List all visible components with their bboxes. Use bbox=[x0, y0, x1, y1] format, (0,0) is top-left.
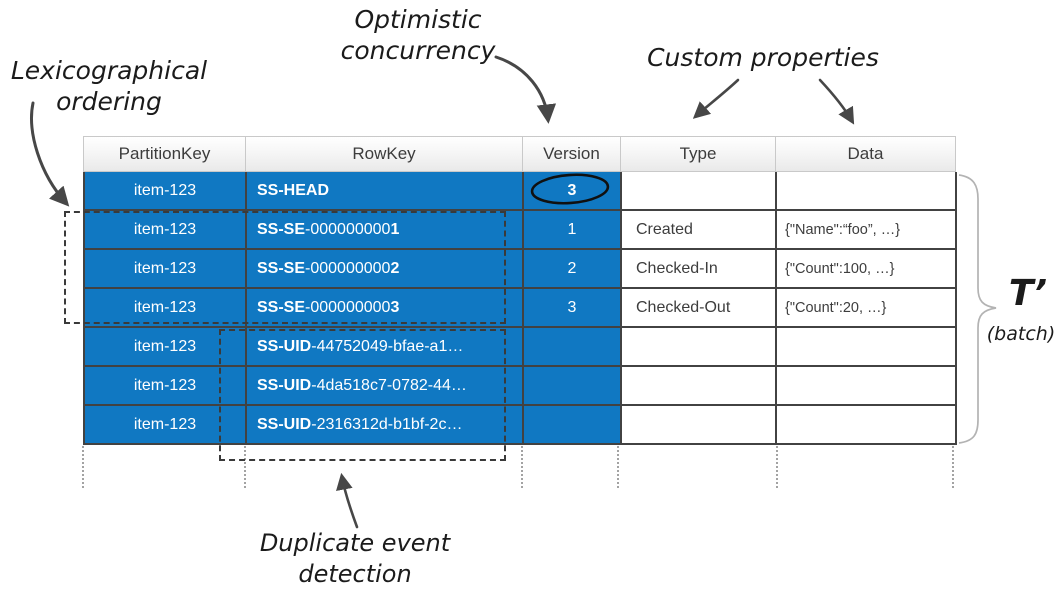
rowkey-mid: -000000000 bbox=[305, 259, 391, 277]
column-header-partitionkey: PartitionKey bbox=[83, 136, 246, 172]
annotation-line: Lexicographical bbox=[10, 56, 208, 85]
column-header-rowkey: RowKey bbox=[245, 136, 523, 172]
cell-data: {"Count":100, …} bbox=[777, 250, 957, 289]
column-continuation-line bbox=[952, 446, 954, 488]
cell-type: Checked-In bbox=[622, 250, 777, 289]
cell-data: {"Count":20, …} bbox=[777, 289, 957, 328]
column-continuation-line bbox=[776, 446, 778, 488]
rowkey-prefix: SS-SE bbox=[257, 259, 306, 277]
column-continuation-line bbox=[82, 446, 84, 488]
column-header-type: Type bbox=[620, 136, 776, 172]
cell-version: 1 bbox=[524, 211, 622, 250]
annotation-lexicographical-ordering: Lexicographical ordering bbox=[2, 55, 216, 117]
cell-partitionkey: item-123 bbox=[85, 172, 247, 211]
cell-rowkey: SS-UID-44752049-bfae-a1… bbox=[247, 328, 524, 367]
rowkey-suffix: 1 bbox=[390, 220, 400, 238]
cell-data: {"Name":“foo”, …} bbox=[777, 211, 957, 250]
rowkey-prefix: SS-SE bbox=[257, 220, 306, 238]
cell-data bbox=[777, 328, 957, 367]
column-header-data: Data bbox=[775, 136, 956, 172]
optimistic-concurrency-arrow bbox=[494, 55, 557, 124]
annotation-duplicate-event-detection: Duplicate event detection bbox=[259, 529, 451, 588]
column-continuation-line bbox=[521, 446, 523, 488]
cell-type bbox=[622, 367, 777, 406]
rowkey-prefix: SS-UID bbox=[257, 337, 312, 355]
rowkey-mid: -000000000 bbox=[305, 220, 391, 238]
rowkey-prefix: SS-HEAD bbox=[257, 181, 330, 199]
rowkey-prefix: SS-UID bbox=[257, 415, 312, 433]
cell-version: 2 bbox=[524, 250, 622, 289]
cell-partitionkey: item-123 bbox=[85, 211, 247, 250]
cell-rowkey: SS-UID-4da518c7-0782-44… bbox=[247, 367, 524, 406]
cell-type: Created bbox=[622, 211, 777, 250]
cell-version bbox=[524, 406, 622, 445]
annotation-optimistic-concurrency: Optimistic concurrency bbox=[328, 4, 508, 66]
cell-version-head: 3 bbox=[524, 172, 622, 211]
annotation-line: concurrency bbox=[340, 36, 496, 65]
cell-version bbox=[524, 367, 622, 406]
duplicate-event-arrow bbox=[336, 472, 359, 529]
rowkey-mid: -4da518c7-0782-44… bbox=[311, 376, 467, 394]
rowkey-prefix: SS-SE bbox=[257, 298, 306, 316]
storage-table: PartitionKey RowKey Version Type Data it… bbox=[83, 136, 957, 445]
column-header-version: Version bbox=[522, 136, 621, 172]
rowkey-suffix: 3 bbox=[390, 298, 400, 316]
table-header-row: PartitionKey RowKey Version Type Data bbox=[83, 136, 957, 172]
lexicographical-arrow bbox=[30, 101, 70, 207]
cell-data bbox=[777, 172, 957, 211]
cell-version: 3 bbox=[524, 289, 622, 328]
cell-type bbox=[622, 406, 777, 445]
table-body: item-123 SS-HEAD 3 item-123 SS-SE-000000… bbox=[83, 172, 957, 445]
annotation-custom-properties: Custom properties bbox=[647, 43, 879, 72]
annotation-line: ordering bbox=[56, 87, 162, 116]
cell-data bbox=[777, 406, 957, 445]
annotation-line: Optimistic bbox=[354, 5, 482, 34]
cell-type bbox=[622, 328, 777, 367]
column-continuation-line bbox=[617, 446, 619, 488]
annotation-batch-label: T’ bbox=[1008, 273, 1048, 314]
rowkey-suffix: 2 bbox=[390, 259, 400, 277]
duplicate-detection-dashed-box bbox=[219, 329, 506, 461]
cell-type bbox=[622, 172, 777, 211]
lexicographical-ordering-dashed-box bbox=[64, 211, 506, 324]
cell-partitionkey: item-123 bbox=[85, 250, 247, 289]
cell-data bbox=[777, 367, 957, 406]
cell-type: Checked-Out bbox=[622, 289, 777, 328]
rowkey-mid: -000000000 bbox=[305, 298, 391, 316]
custom-properties-arrow-data bbox=[818, 78, 855, 125]
cell-rowkey: SS-UID-2316312d-b1bf-2c… bbox=[247, 406, 524, 445]
rowkey-mid: -2316312d-b1bf-2c… bbox=[311, 415, 463, 433]
annotation-batch-sub: (batch) bbox=[986, 323, 1056, 345]
rowkey-prefix: SS-UID bbox=[257, 376, 312, 394]
rowkey-mid: -44752049-bfae-a1… bbox=[311, 337, 464, 355]
cell-version bbox=[524, 328, 622, 367]
cell-partitionkey: item-123 bbox=[85, 289, 247, 328]
batch-brace bbox=[958, 174, 997, 444]
cell-rowkey: SS-HEAD bbox=[247, 172, 524, 211]
column-continuation-line bbox=[244, 446, 246, 488]
custom-properties-arrow-type bbox=[692, 78, 740, 119]
